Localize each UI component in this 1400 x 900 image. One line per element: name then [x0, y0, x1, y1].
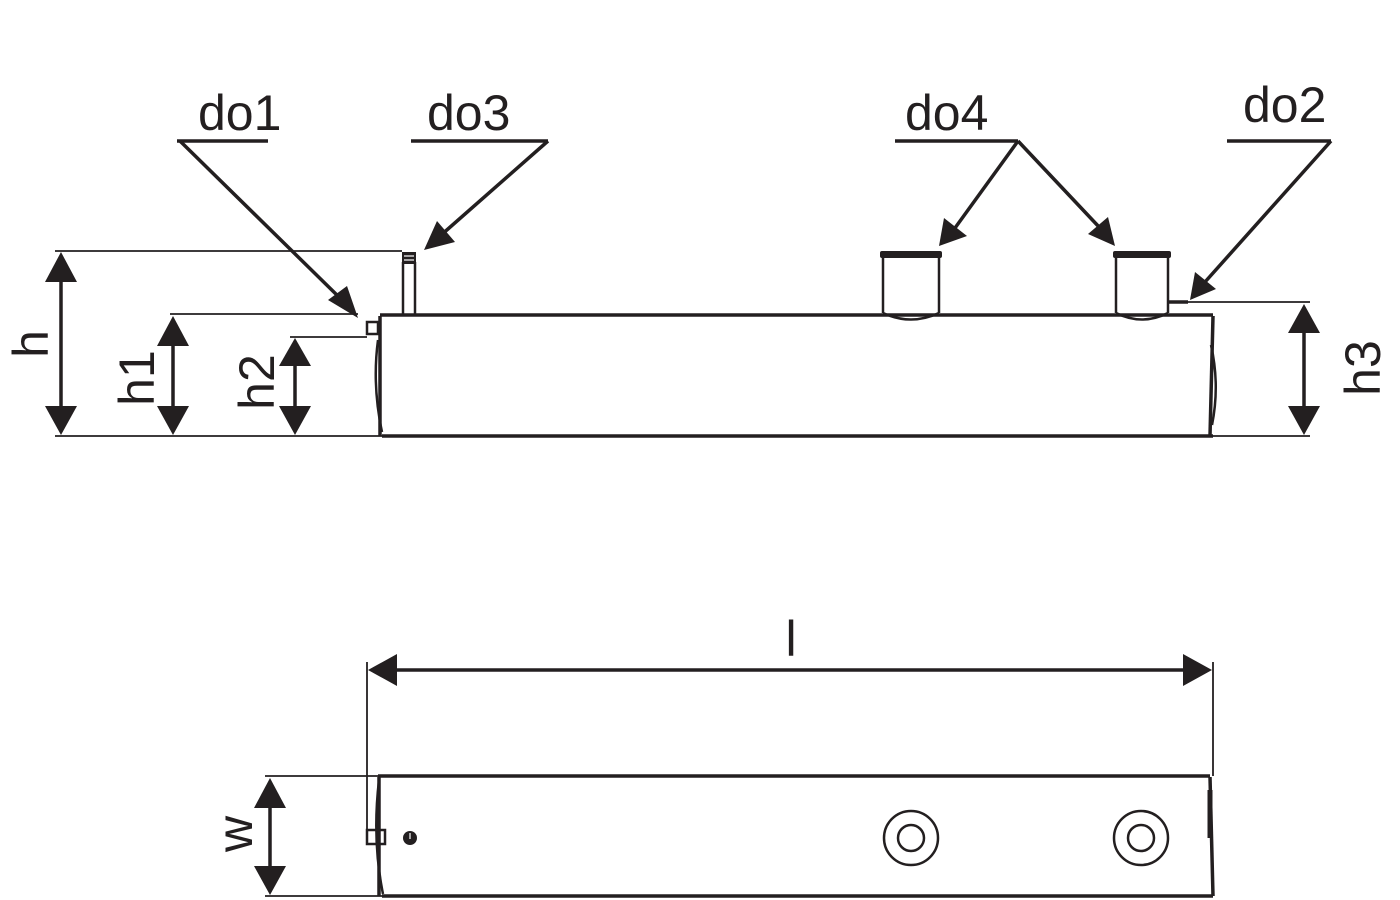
manhole-1-top-view: [882, 809, 940, 867]
tank-top-view-left-curve: [375, 779, 385, 895]
manhole-dome-1: [880, 251, 942, 321]
dimension-h1: h1: [109, 316, 189, 435]
dimension-h3: h3: [1288, 304, 1391, 435]
dimension-label-w: w: [207, 815, 263, 853]
manhole-dome-2: [1113, 251, 1171, 321]
callout-do2: do2: [1190, 77, 1333, 300]
side-fitting-top-view: [365, 828, 387, 846]
dimension-h2: h2: [229, 338, 311, 435]
tank-body-top: [375, 774, 1215, 898]
dimension-label-h2: h2: [229, 354, 285, 410]
manhole-2-top-view: [1112, 809, 1170, 867]
callout-label-do1: do1: [198, 85, 281, 141]
tank-left-curve: [374, 339, 384, 433]
dimension-w: w: [207, 778, 286, 895]
dimension-label-h: h: [3, 330, 59, 358]
top-view: l w: [207, 611, 1215, 898]
dimension-label-h3: h3: [1335, 340, 1391, 396]
tank-right-curve: [1209, 344, 1217, 426]
extension-lines-side: [55, 250, 1310, 437]
tank-body-side: [374, 313, 1217, 438]
dimension-label-h1: h1: [109, 350, 165, 406]
side-fitting-do1: [365, 320, 380, 336]
tank-right-edge: [1208, 315, 1215, 437]
callout-do1: do1: [177, 85, 358, 318]
callout-label-do4: do4: [905, 85, 988, 141]
dimension-label-l: l: [785, 611, 796, 667]
dimension-l: l: [368, 611, 1212, 686]
dimension-h: h: [3, 252, 77, 435]
callout-do4: do4: [895, 85, 1115, 246]
vent-pipe-do3: [401, 252, 417, 314]
callout-label-do3: do3: [427, 85, 510, 141]
callout-label-do2: do2: [1243, 77, 1326, 133]
callout-do3: do3: [411, 85, 550, 250]
side-view: h h1 h2 h3 do1: [3, 77, 1391, 438]
extension-lines-top: [265, 662, 1214, 897]
